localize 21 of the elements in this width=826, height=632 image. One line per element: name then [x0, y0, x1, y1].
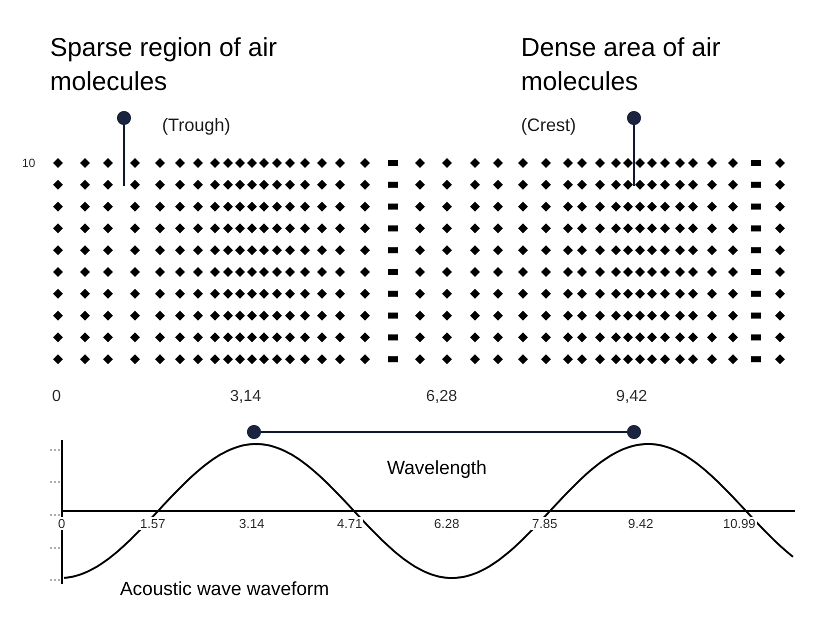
axis-tick-label: 10 — [22, 155, 36, 172]
axis-tick-label: 3.14 — [238, 517, 266, 530]
axis-tick-label: 7.85 — [531, 517, 558, 530]
plot-label: Wavelength — [387, 457, 487, 481]
callout-note: (Trough) — [162, 114, 230, 137]
axis-tick-label: 10.99 — [722, 517, 757, 530]
callout-note: (Crest) — [521, 114, 576, 137]
axis-tick-label: 0 — [52, 387, 61, 407]
axis-tick-label: 3,14 — [230, 387, 262, 407]
axis-tick-label: 9.42 — [627, 517, 654, 530]
plot-label: Acoustic wave waveform — [120, 578, 330, 602]
axis-tick-label: 1.57 — [139, 517, 166, 530]
axis-tick-label: 6,28 — [426, 387, 458, 407]
axis-tick-label: 0 — [57, 517, 66, 530]
axis-tick-label: 9,42 — [616, 387, 648, 407]
leader-line — [117, 111, 131, 186]
leader-line — [627, 111, 641, 186]
callout-heading: Sparse region of air molecules — [50, 31, 278, 98]
callout-heading: Dense area of air molecules — [521, 31, 722, 98]
axis-tick-label: 4.71 — [336, 517, 364, 530]
axis-tick-label: 6.28 — [433, 517, 460, 530]
